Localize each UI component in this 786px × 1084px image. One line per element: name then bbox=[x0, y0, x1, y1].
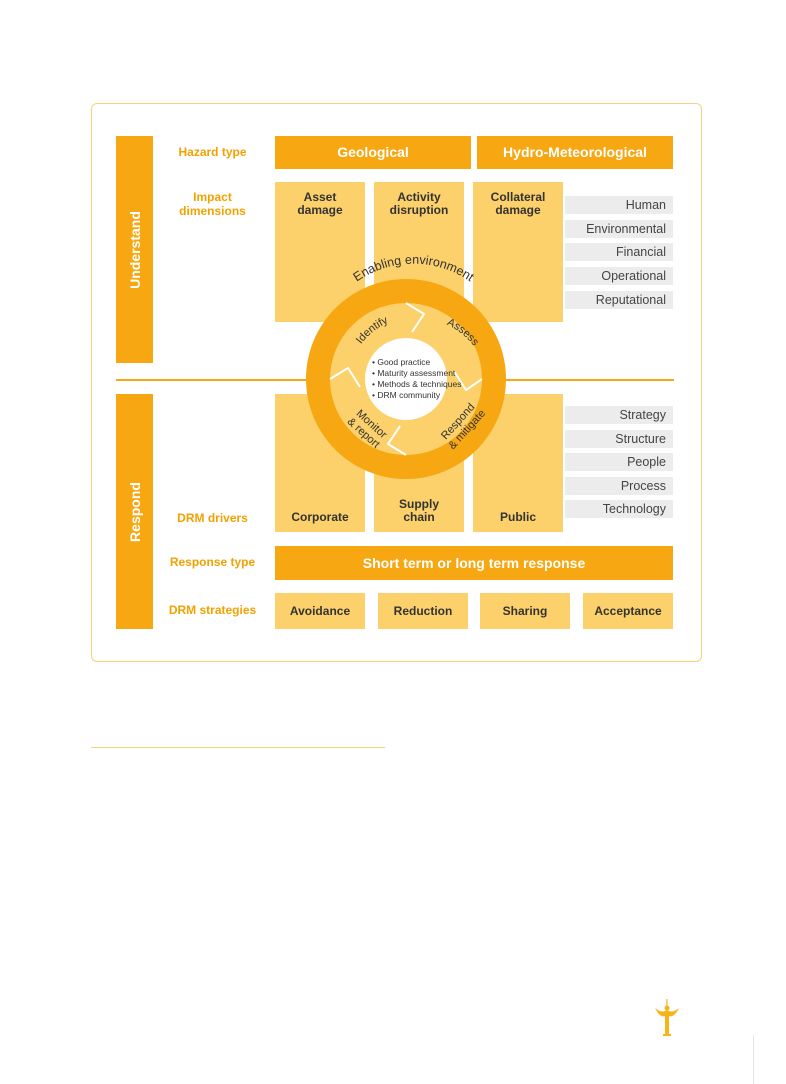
hazard-geological: Geological bbox=[275, 136, 471, 169]
strategy-acceptance: Acceptance bbox=[583, 593, 673, 629]
impact-item-human: Human bbox=[565, 196, 673, 214]
cycle-bullet-list: • Good practice • Maturity assessment • … bbox=[372, 357, 482, 401]
cycle-separator-bottom bbox=[387, 425, 407, 456]
page-margin-line bbox=[753, 1035, 754, 1084]
impact-item-operational: Operational bbox=[565, 267, 673, 285]
impact-item-environmental: Environmental bbox=[565, 220, 673, 238]
respond-bar: Respond bbox=[116, 394, 153, 629]
bullet-item: • Maturity assessment bbox=[372, 368, 456, 378]
hazard-hydro-meteorological: Hydro-Meteorological bbox=[477, 136, 673, 169]
drm-drivers-label: DRM drivers bbox=[177, 511, 248, 525]
driver-item-strategy: Strategy bbox=[565, 406, 673, 424]
bullet-item: • Methods & techniques bbox=[372, 379, 462, 389]
strategy-sharing: Sharing bbox=[480, 593, 570, 629]
bullet-item: • DRM community bbox=[372, 390, 441, 400]
cycle-separator-right bbox=[453, 370, 483, 391]
bullet-item: • Good practice bbox=[372, 357, 431, 367]
impact-item-financial: Financial bbox=[565, 243, 673, 261]
cycle-core bbox=[365, 338, 447, 420]
impact-dimensions-label: Impact dimensions bbox=[179, 190, 246, 218]
drm-strategies-label: DRM strategies bbox=[168, 603, 257, 617]
response-type-bar: Short term or long term response bbox=[275, 546, 673, 580]
driver-item-structure: Structure bbox=[565, 430, 673, 448]
driver-item-technology: Technology bbox=[565, 500, 673, 518]
strategy-avoidance: Avoidance bbox=[275, 593, 365, 629]
cycle-separator-top bbox=[405, 302, 425, 333]
driver-item-people: People bbox=[565, 453, 673, 471]
hazard-type-label: Hazard type bbox=[178, 145, 247, 159]
driver-item-process: Process bbox=[565, 477, 673, 495]
impact-item-reputational: Reputational bbox=[565, 291, 673, 309]
understand-bar: Understand bbox=[116, 136, 153, 363]
strategy-reduction: Reduction bbox=[378, 593, 468, 629]
cycle-separator-left bbox=[329, 367, 361, 388]
response-type-label: Response type bbox=[169, 555, 256, 569]
footnote-rule bbox=[91, 747, 385, 748]
statue-logo-icon bbox=[655, 999, 679, 1036]
diagram-frame bbox=[91, 103, 702, 662]
